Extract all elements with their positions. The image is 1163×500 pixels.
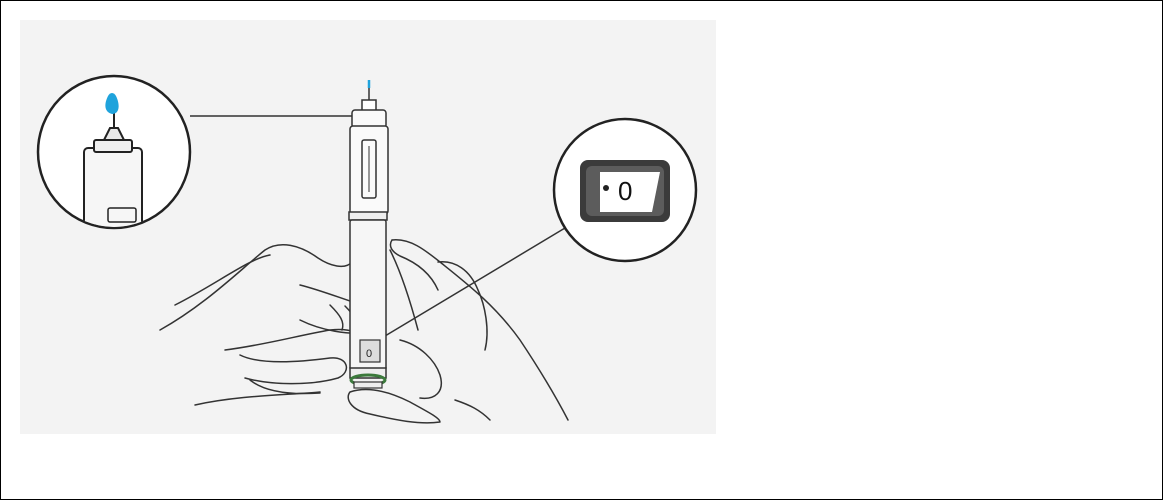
- insulin-drop-icon: [105, 93, 119, 114]
- dose-pointer-dot: [603, 185, 609, 191]
- cartridge-window: [361, 139, 377, 199]
- left-hand: [159, 243, 378, 406]
- pen-dose-window: [359, 339, 381, 363]
- dose-window-callout: 0: [552, 117, 698, 263]
- right-hand: [347, 239, 569, 424]
- needle-callout: [36, 74, 192, 230]
- pen-dose-digit: 0: [366, 348, 372, 360]
- push-button: [353, 381, 383, 389]
- insulin-pen: 0: [348, 80, 389, 389]
- dose-display-digit: 0: [618, 176, 632, 206]
